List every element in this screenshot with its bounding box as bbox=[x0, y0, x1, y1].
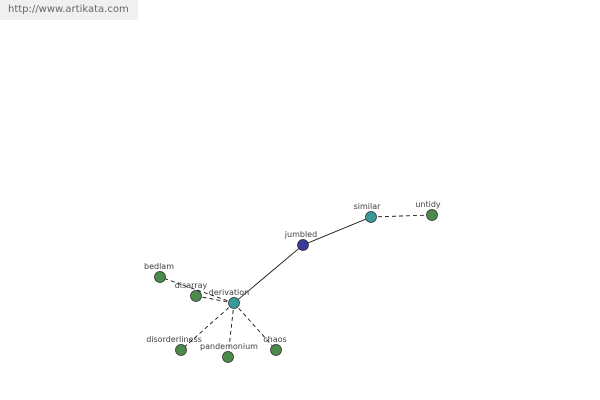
graph-edges bbox=[159, 214, 433, 358]
edge-jumbled-similar bbox=[302, 216, 372, 246]
graph-nodes bbox=[154, 209, 438, 363]
node-label-pandemonium[interactable]: pandemonium bbox=[200, 342, 258, 351]
node-label-bedlam[interactable]: bedlam bbox=[144, 262, 174, 271]
edge-derivation-bedlam bbox=[159, 276, 235, 304]
edge-jumbled-derivation bbox=[233, 244, 304, 304]
edge-similar-untidy bbox=[370, 214, 433, 218]
node-label-jumbled[interactable]: jumbled bbox=[284, 230, 317, 239]
node-similar[interactable] bbox=[365, 211, 377, 223]
node-pandemonium[interactable] bbox=[222, 351, 234, 363]
edge-derivation-chaos bbox=[233, 302, 277, 351]
node-disarray[interactable] bbox=[190, 290, 202, 302]
node-untidy[interactable] bbox=[426, 209, 438, 221]
site-url[interactable]: http://www.artikata.com bbox=[0, 0, 138, 20]
node-label-similar[interactable]: similar bbox=[354, 202, 382, 211]
node-derivation[interactable] bbox=[228, 297, 240, 309]
node-bedlam[interactable] bbox=[154, 271, 166, 283]
node-label-chaos[interactable]: chaos bbox=[263, 335, 286, 344]
node-disorderliness[interactable] bbox=[175, 344, 187, 356]
edge-derivation-disorderliness bbox=[180, 302, 235, 351]
node-jumbled[interactable] bbox=[297, 239, 309, 251]
node-label-untidy[interactable]: untidy bbox=[415, 200, 441, 209]
node-label-disorderliness[interactable]: disorderliness bbox=[146, 335, 202, 344]
node-label-derivation[interactable]: derivation bbox=[209, 288, 249, 297]
graph-labels: jumbled similar untidy derivation bedlam disa… bbox=[144, 200, 441, 351]
node-label-disarray[interactable]: disarray bbox=[175, 281, 208, 290]
node-chaos[interactable] bbox=[270, 344, 282, 356]
edge-derivation-pandemonium bbox=[227, 302, 235, 358]
